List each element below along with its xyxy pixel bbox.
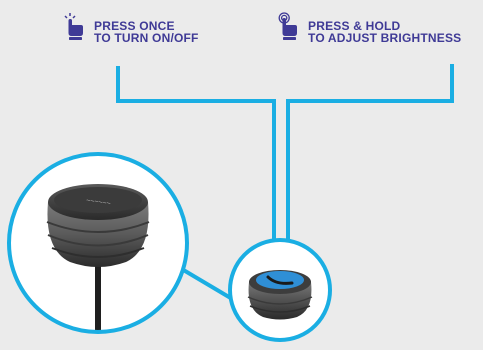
device-logo: ~~~~~~ — [86, 197, 111, 207]
connector-line-press-once — [116, 66, 276, 246]
hold-finger-icon — [278, 12, 297, 40]
press-hold-line1: PRESS & HOLD — [308, 19, 401, 33]
zoom-device-view: ~~~~~~ — [7, 152, 189, 334]
press-hold-instruction: PRESS & HOLD TO ADJUST BRIGHTNESS — [276, 12, 461, 44]
zoom-connector-line — [173, 263, 236, 302]
connector-line-press-hold — [286, 64, 454, 246]
press-hold-line2: TO ADJUST BRIGHTNESS — [308, 31, 462, 45]
device-body — [47, 202, 149, 267]
device-button-view — [228, 238, 332, 342]
lamp-button-icon — [266, 275, 294, 285]
press-once-line1: PRESS ONCE — [94, 19, 175, 33]
tap-finger-icon — [64, 13, 83, 40]
button-top-highlight — [256, 271, 304, 289]
press-once-instruction: PRESS ONCE TO TURN ON/OFF — [62, 12, 199, 44]
press-once-line2: TO TURN ON/OFF — [94, 31, 199, 45]
lamp-stem — [95, 240, 101, 332]
